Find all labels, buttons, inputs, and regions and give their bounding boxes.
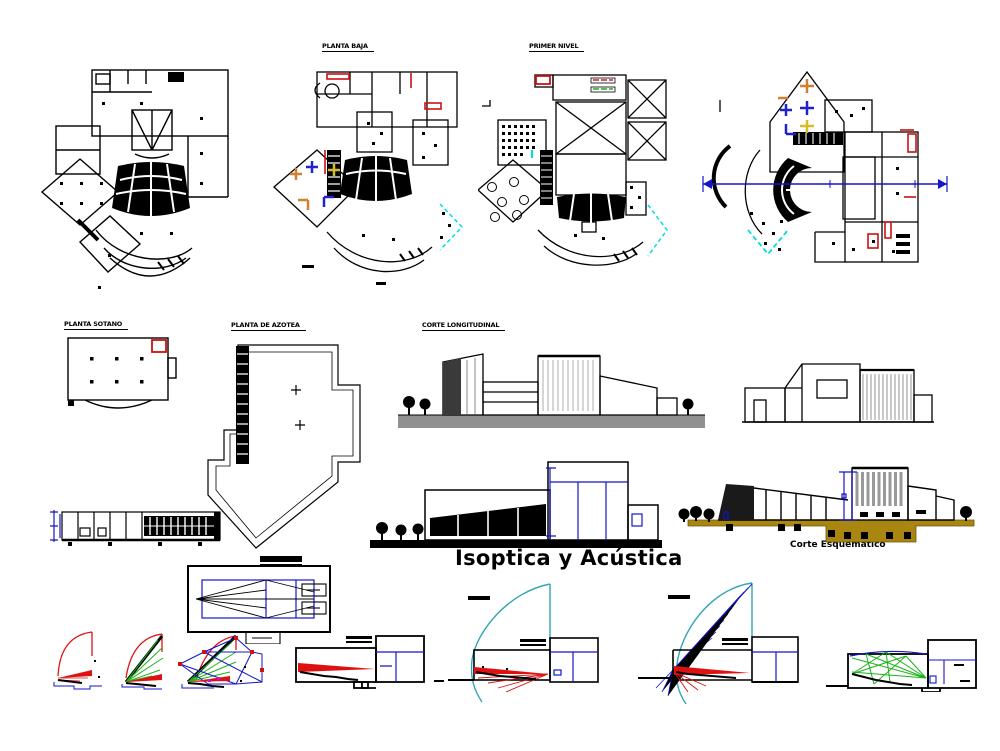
lobby-furniture bbox=[290, 161, 340, 210]
column-dots bbox=[362, 122, 451, 241]
blue-dimension bbox=[723, 471, 857, 521]
balcony-seating bbox=[557, 192, 626, 224]
seats bbox=[675, 671, 737, 679]
label-planta-baja: PLANTA BAJA bbox=[322, 42, 374, 52]
ground-band bbox=[370, 540, 662, 548]
tree-icons bbox=[376, 522, 424, 540]
tree-icons bbox=[403, 396, 694, 415]
cyan-arc bbox=[675, 582, 753, 705]
stage-plan-detail bbox=[187, 556, 331, 644]
isoptic-diagram-red-arc bbox=[53, 631, 102, 690]
red-accents bbox=[867, 129, 917, 249]
isoptic-section-blue-fan bbox=[638, 582, 799, 705]
dark-wall bbox=[718, 484, 754, 520]
floor-plan-1 bbox=[40, 69, 229, 289]
column-dots bbox=[60, 102, 203, 289]
label-corte-longitudinal: CORTE LONGITUDINAL bbox=[422, 321, 506, 331]
blue-lines bbox=[376, 651, 424, 682]
seats bbox=[851, 673, 913, 686]
blue-dimension bbox=[50, 510, 61, 542]
label-planta-de-azotea: PLANTA DE AZOTEA bbox=[231, 321, 306, 331]
red-accents bbox=[324, 73, 442, 174]
page-title: Isoptica y Acústica bbox=[455, 546, 683, 570]
seats bbox=[57, 679, 83, 684]
green-ray-fan bbox=[125, 639, 164, 683]
label-planta-sotano: PLANTA SOTANO bbox=[64, 320, 129, 330]
floor-plan-planta-baja bbox=[273, 71, 464, 285]
red-sightlines bbox=[673, 666, 750, 693]
section-center bbox=[370, 461, 662, 548]
green-ray-fan bbox=[187, 641, 237, 683]
floor-plan-sotano bbox=[67, 337, 177, 409]
cyan-boundary bbox=[747, 229, 789, 256]
blue-lines bbox=[546, 467, 643, 540]
red-nodes bbox=[178, 636, 264, 672]
ceiling-curve bbox=[849, 650, 927, 657]
roof-hatch-strip bbox=[236, 346, 249, 464]
blue-lines bbox=[550, 651, 598, 682]
section-strip bbox=[50, 510, 221, 546]
round-tables bbox=[487, 177, 529, 222]
isoptic-diagram-blue-network bbox=[178, 634, 264, 689]
label-corte-esquematico: Corte Esquemático bbox=[790, 540, 886, 550]
tree-icons bbox=[678, 506, 972, 522]
isoptic-section-red-rays bbox=[295, 635, 444, 689]
building-outline bbox=[442, 353, 678, 416]
curved-wall bbox=[711, 144, 732, 209]
seating-area bbox=[112, 160, 190, 220]
blue-lines bbox=[752, 651, 798, 682]
blue-base bbox=[53, 682, 102, 690]
curtain-stripes bbox=[855, 472, 903, 506]
column-dots bbox=[750, 107, 899, 253]
cyan-boundary bbox=[439, 203, 464, 251]
balcony-hatch bbox=[540, 150, 553, 205]
floor-plan-upper-with-section-line bbox=[702, 70, 948, 263]
isoptic-diagram-green-rays bbox=[121, 633, 164, 690]
acoustic-section-green-reflections bbox=[826, 639, 977, 692]
seats bbox=[299, 671, 359, 681]
red-sightlines bbox=[298, 663, 375, 672]
shelf-marks bbox=[896, 234, 910, 254]
lobby-furniture bbox=[778, 79, 814, 136]
roof-plan-azotea bbox=[207, 344, 361, 549]
label-primer-nivel: PRIMER NIVEL bbox=[529, 42, 585, 52]
classroom-desks bbox=[502, 125, 535, 156]
floor-plan-primer-nivel bbox=[478, 74, 668, 266]
stage-floor-marks bbox=[860, 510, 926, 517]
column-dots bbox=[574, 186, 641, 240]
section-corte-esquematico bbox=[678, 466, 975, 543]
seating-hatch bbox=[793, 132, 843, 145]
dark-facade bbox=[443, 358, 461, 415]
seating-area bbox=[340, 154, 412, 206]
cyan-boundary bbox=[647, 204, 668, 257]
red-accent bbox=[535, 75, 551, 85]
column-dots bbox=[68, 357, 144, 406]
seats bbox=[475, 671, 537, 680]
seating-area bbox=[773, 158, 812, 222]
striped-tables bbox=[590, 77, 616, 93]
elevation-corte-longitudinal bbox=[398, 353, 705, 428]
footings bbox=[726, 524, 911, 539]
green-reflection-rays bbox=[851, 651, 927, 685]
black-mass bbox=[144, 512, 220, 540]
facade-stripes bbox=[542, 360, 594, 411]
blue-lines bbox=[928, 659, 976, 684]
red-accent bbox=[151, 339, 167, 353]
ground-band bbox=[398, 415, 705, 428]
elevation-secondary bbox=[742, 363, 934, 423]
facade-stripes bbox=[862, 374, 912, 420]
section-cut-line bbox=[702, 176, 948, 192]
isoptic-section-cyan-arc bbox=[448, 583, 599, 703]
